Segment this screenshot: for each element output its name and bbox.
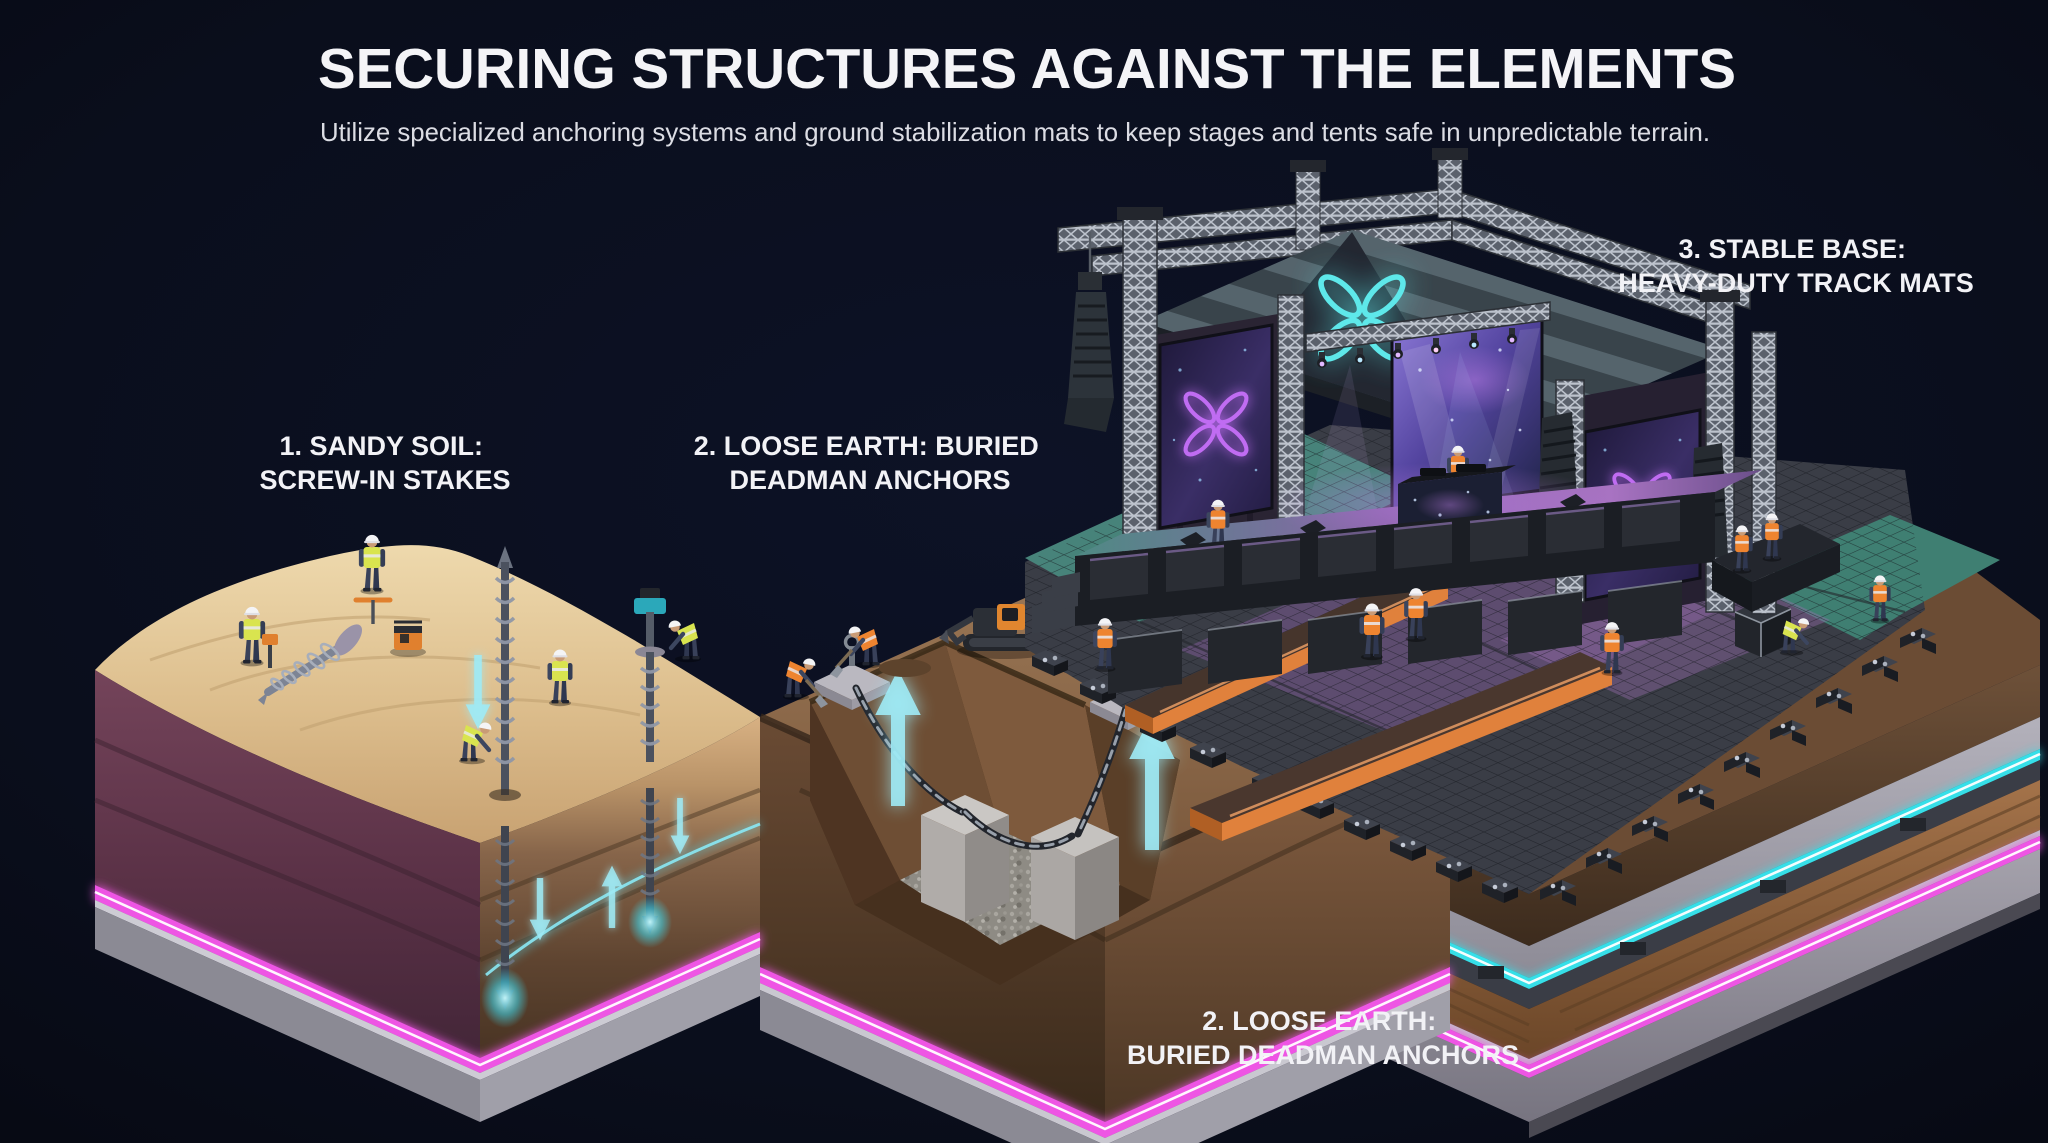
ramp-mat — [1190, 652, 1612, 841]
page-title: SECURING STRUCTURES AGAINST THE ELEMENTS — [318, 37, 1736, 101]
speaker-box-row — [1089, 499, 1681, 600]
anchor-chain — [852, 684, 1076, 850]
worker-figure — [238, 606, 278, 668]
sand-face-left — [95, 670, 480, 1058]
stage-front — [1075, 492, 1715, 626]
speaker-array — [1064, 232, 1114, 432]
led-screen-left — [1158, 323, 1274, 530]
label-sandy-soil: 1. SANDY SOIL: SCREW-IN STAKES — [260, 431, 511, 495]
screw-in-stake — [481, 546, 529, 1028]
power-drill — [634, 598, 666, 614]
mini-excavator — [939, 604, 1053, 659]
screw-in-stake — [628, 588, 672, 948]
anchor-chain — [1074, 704, 1130, 838]
concrete-base — [1280, 849, 2040, 1122]
sandy-soil-block — [93, 534, 762, 1122]
dirt-mound — [879, 659, 931, 677]
label-loose-earth: 2. LOOSE EARTH: BURIED DEADMAN ANCHORS — [694, 431, 1047, 495]
wood-layer — [1280, 780, 2040, 1059]
label-stable-base: 3. STABLE BASE: HEAVY-DUTY TRACK MATS — [1618, 234, 1974, 298]
concrete-pedestal-left — [95, 900, 760, 1122]
neon-pink-strip-left — [95, 885, 760, 1073]
concrete-pedestal-middle — [760, 983, 1450, 1143]
worker-figure — [353, 534, 393, 624]
page-subtitle: Utilize specialized anchoring systems an… — [320, 117, 1710, 147]
label-loose-earth-footer: 2. LOOSE EARTH: BURIED DEADMAN ANCHORS — [1127, 1006, 1519, 1070]
screw-in-stake — [258, 624, 363, 705]
header: SECURING STRUCTURES AGAINST THE ELEMENTS… — [318, 37, 1736, 147]
stage-stairs — [1032, 572, 1080, 634]
sand-surface — [95, 545, 760, 843]
stage-structure — [1032, 148, 1840, 694]
generator-unit — [390, 620, 426, 657]
stage-light — [1317, 328, 1517, 368]
